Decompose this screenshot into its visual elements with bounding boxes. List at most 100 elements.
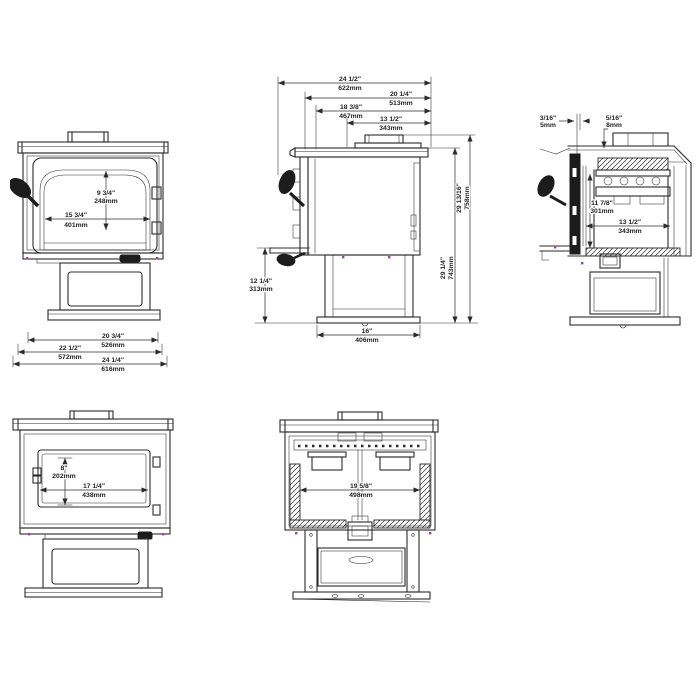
dim-depth-overall-mm: 622mm <box>338 85 361 92</box>
dim-width-base: 20 3/4" 526mm <box>27 331 159 350</box>
dim-firebox-width-mm: 498mm <box>349 492 372 499</box>
dim-depth-top: 20 1/4" 513mm <box>304 90 431 150</box>
front-view-drawing: 9 3/4" 248mm 15 3/4" 401mm 20 3/4" 526mm… <box>10 131 169 374</box>
dim-depth-overall-in: 24 1/2" <box>339 76 361 83</box>
door-latch <box>32 467 42 484</box>
burn-tube <box>619 176 629 186</box>
firebox-interior <box>567 157 692 257</box>
dim-opening-height-in: 8" <box>60 465 67 472</box>
dim-gap-front-mm: 5mm <box>540 122 556 129</box>
dim-depth-body-mm: 467mm <box>339 113 362 120</box>
top-heat-shield <box>612 132 669 147</box>
dim-gap-top-in: 5/16" <box>606 115 622 122</box>
dim-glass-width-mm: 401mm <box>64 222 87 229</box>
dim-depth-top-mm: 513mm <box>389 100 412 107</box>
dim-firebox-height: 11 7/8" 301mm <box>587 174 615 248</box>
ash-lip-handle-side <box>276 253 296 267</box>
dim-height-top: 29 1/4" 743mm <box>422 147 461 323</box>
dim-depth-flue-in: 13 1/2" <box>380 116 402 123</box>
dim-width-body-mm: 572mm <box>58 354 81 361</box>
side-section-drawing: 3/16" 5mm 5/16" 8mm 11 7/8" 301mm 13 1/2… <box>537 113 692 329</box>
ash-lip-handle <box>137 531 153 540</box>
dim-firebox-width: 19 5/8" 498mm <box>300 482 420 500</box>
stove-body <box>19 429 171 529</box>
dim-width-overall-in: 24 1/4" <box>102 357 124 364</box>
base-plate-section <box>569 316 681 329</box>
dim-glass-height-mm: 248mm <box>94 198 117 205</box>
pedestal-side <box>324 254 414 318</box>
dim-height-overall-mm: 758mm <box>464 186 471 209</box>
stove-body-side <box>292 156 421 256</box>
door-handle <box>10 178 40 208</box>
dim-gap-front-in: 3/16" <box>540 115 556 122</box>
dim-base-depth-mm: 406mm <box>355 337 378 344</box>
dim-depth-flue-mm: 343mm <box>379 125 402 132</box>
pedestal <box>59 262 151 311</box>
dim-opening-width: 17 1/4" 438mm <box>40 482 148 500</box>
flue-collar <box>69 410 114 420</box>
baffle <box>597 157 669 171</box>
burn-tube <box>651 176 661 186</box>
tube-shields <box>307 451 415 471</box>
burn-tube <box>635 176 645 186</box>
dim-height-overall-in: 29 13/16" <box>456 183 463 213</box>
dim-gap-top-mm: 8mm <box>606 122 622 129</box>
dim-base-depth-in: 16" <box>362 328 373 335</box>
dim-depth-body-in: 18 3/8" <box>340 104 362 111</box>
dim-height-lip: 12 1/4" 313mm <box>248 247 274 323</box>
front-lip-section <box>539 245 584 265</box>
ash-plug <box>599 253 621 269</box>
base-plate <box>47 309 161 321</box>
dim-opening-height: 8" 202mm <box>51 457 77 506</box>
door-hinges <box>152 456 161 516</box>
door-frame <box>32 157 158 254</box>
floor-brick <box>289 519 432 541</box>
dim-glass-width: 15 3/4" 401mm <box>45 211 150 230</box>
body-section-outline <box>539 132 692 257</box>
dim-opening-width-mm: 438mm <box>82 492 105 499</box>
flue-collar <box>67 131 109 143</box>
base-plate-side <box>316 316 421 327</box>
base-plate <box>24 587 163 598</box>
top-plate <box>12 418 174 431</box>
door-panel <box>37 449 151 508</box>
dim-depth-overall: 24 1/2" 622mm <box>277 75 432 176</box>
dim-width-overall: 24 1/4" 616mm <box>12 355 168 374</box>
air-manifold <box>293 439 427 451</box>
dim-firebox-depth-in: 13 1/2" <box>619 219 641 226</box>
dim-glass-width-in: 15 3/4" <box>65 212 87 219</box>
dim-width-base-mm: 526mm <box>101 342 124 349</box>
ash-lip-handle <box>119 254 141 263</box>
dim-gap-top: 5/16" 8mm <box>601 114 623 148</box>
dim-opening-height-mm: 202mm <box>52 473 75 480</box>
dim-height-lip-in: 12 1/4" <box>250 278 272 285</box>
dim-firebox-width-in: 19 5/8" <box>350 483 372 490</box>
dim-firebox-height-mm: 301mm <box>590 208 613 215</box>
dim-width-body: 22 1/2" 572mm <box>17 343 163 362</box>
ash-lip-side <box>269 247 310 267</box>
ash-drawer <box>317 547 406 587</box>
top-plate-side <box>289 147 429 158</box>
dim-firebox-depth-mm: 343mm <box>618 228 641 235</box>
firebrick-upper <box>595 186 671 197</box>
door-handle-side <box>278 170 306 208</box>
dim-depth-top-in: 20 1/4" <box>390 91 412 98</box>
dim-height-lip-mm: 313mm <box>249 286 272 293</box>
base-plate <box>292 591 431 603</box>
dim-base-depth: 16" 406mm <box>316 324 421 345</box>
dim-width-base-in: 20 3/4" <box>102 333 124 340</box>
air-manifold <box>595 169 671 177</box>
top-plate <box>17 141 169 154</box>
ash-plug <box>347 521 373 541</box>
dim-glass-height: 9 3/4" 248mm <box>93 171 119 230</box>
pedestal-section <box>589 257 669 318</box>
burn-tube <box>603 176 613 186</box>
dim-gap-front: 3/16" 5mm <box>539 113 590 155</box>
pedestal-panel <box>51 548 140 585</box>
front-door-view-drawing: 8" 202mm 17 1/4" 438mm <box>12 410 174 598</box>
side-view-drawing: 24 1/2" 622mm 20 1/4" 513mm 18 3/8" 467m… <box>248 75 478 345</box>
door-handle-section <box>537 175 567 207</box>
dim-firebox-height-in: 11 7/8" <box>591 200 613 207</box>
ash-lip <box>22 252 164 264</box>
dim-firebox-depth: 13 1/2" 343mm <box>586 218 670 236</box>
